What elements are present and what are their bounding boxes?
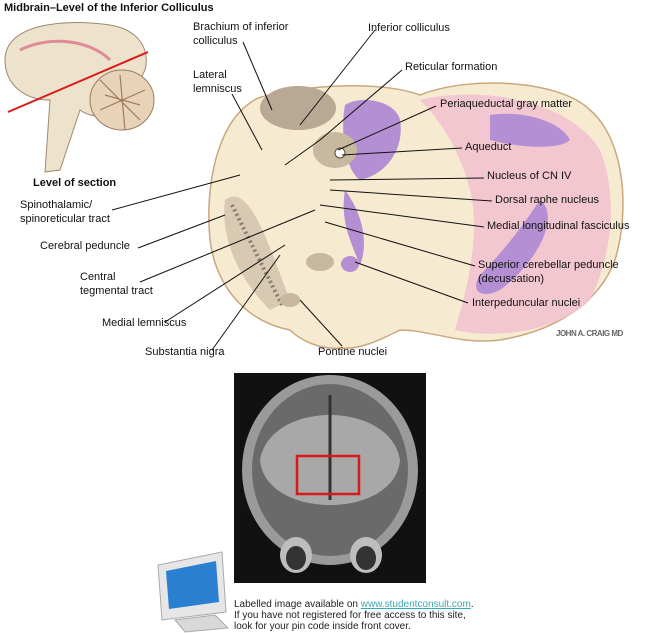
label-scp: Superior cerebellar peduncle(decussation… — [478, 259, 619, 285]
label-reticular-formation: Reticular formation — [405, 61, 498, 73]
label-inferior-colliculus: Inferior colliculus — [368, 22, 450, 34]
label-pontine: Pontine nuclei — [318, 346, 388, 358]
label-periaqueductal: Periaqueductal gray matter — [440, 98, 573, 110]
label-dorsal-raphe: Dorsal raphe nucleus — [495, 194, 599, 206]
label-spinothalamic: Spinothalamic/spinoreticular tract — [20, 199, 110, 225]
mri-coronal-image — [234, 373, 426, 583]
label-cerebral-peduncle: Cerebral peduncle — [40, 240, 130, 252]
label-substantia-nigra: Substantia nigra — [145, 346, 225, 358]
label-mlf: Medial longitudinal fasciculus — [487, 220, 630, 232]
figure-title: Midbrain–Level of the Inferior Colliculu… — [4, 2, 214, 14]
computer-monitor-icon — [157, 551, 230, 633]
studentconsult-link[interactable]: www.studentconsult.com — [360, 599, 471, 610]
label-medial-lemniscus: Medial lemniscus — [102, 317, 187, 329]
artist-signature: JOHN A. CRAIG MD — [556, 329, 623, 338]
inset-caption: Level of section — [33, 177, 117, 189]
sagittal-brain-inset — [4, 22, 155, 173]
label-aqueduct: Aqueduct — [465, 141, 512, 153]
region-highlight-box — [295, 454, 361, 496]
label-interpeduncular: Interpeduncular nuclei — [472, 297, 581, 309]
leader-lines — [111, 29, 493, 351]
footer-note: Labelled image available on www.studentc… — [234, 599, 474, 632]
label-cn4: Nucleus of CN IV — [487, 170, 572, 182]
